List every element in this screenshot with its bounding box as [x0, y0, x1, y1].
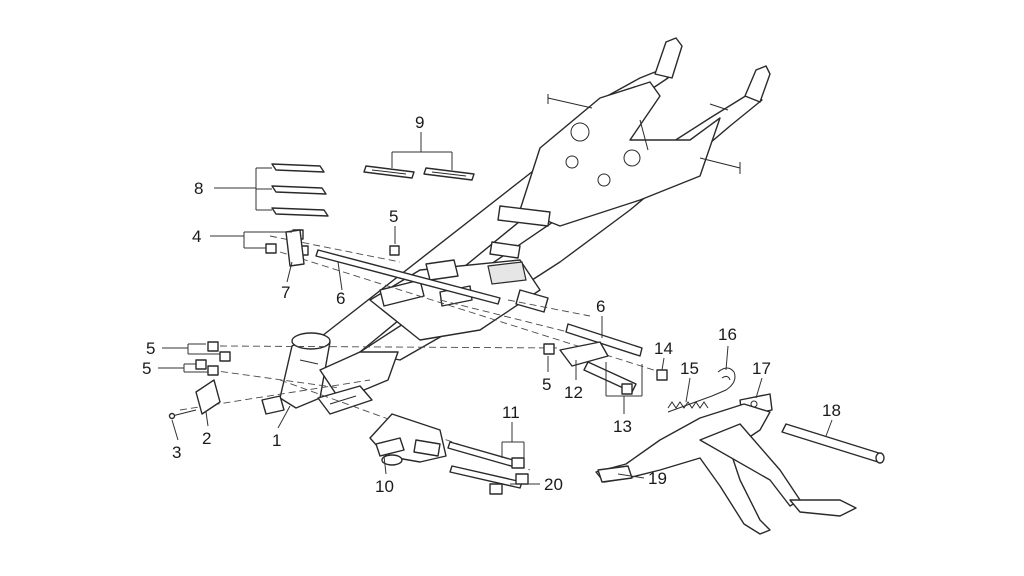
part-15-spring [667, 395, 713, 413]
leader-lines [158, 132, 833, 485]
callout-11: 11 [502, 403, 520, 422]
callout-15: 15 [680, 359, 699, 378]
part-7-bracket [285, 229, 305, 267]
callout-13: 13 [613, 417, 632, 436]
part-16-hook [711, 367, 736, 397]
callout-8: 8 [194, 179, 203, 198]
callout-18: 18 [822, 401, 841, 420]
main-frame [261, 37, 771, 415]
callout-7: 7 [281, 283, 290, 302]
part-5-bushings [195, 245, 555, 376]
callout-16: 16 [718, 325, 737, 344]
callout-9: 9 [415, 113, 424, 132]
part-8-plates [271, 163, 329, 217]
part-10-bracket [369, 413, 447, 466]
callout-20: 20 [544, 475, 563, 494]
callout-6-upper: 6 [336, 289, 345, 308]
part-6-lower-pin [565, 323, 643, 357]
callout-4: 4 [192, 227, 201, 246]
callout-5-center: 5 [542, 375, 551, 394]
callout-3: 3 [172, 443, 181, 462]
part-18-shaft [781, 423, 885, 464]
callout-5-left-top: 5 [146, 339, 155, 358]
callout-labels: 1 2 3 4 5 5 5 5 6 6 7 8 9 10 11 12 13 14… [142, 113, 841, 496]
callout-6-lower: 6 [596, 297, 605, 316]
callout-5-upper: 5 [389, 207, 398, 226]
part-2-plate [195, 379, 221, 415]
callout-12: 12 [564, 383, 583, 402]
callout-17: 17 [752, 359, 771, 378]
part-3-bolt [168, 409, 197, 420]
part-11-pins [447, 441, 525, 489]
callout-10: 10 [375, 477, 394, 496]
callout-1: 1 [272, 431, 281, 450]
part-19-stand [595, 403, 857, 535]
part-14-collar [656, 369, 668, 381]
part-6-upper-pin [315, 249, 501, 305]
part-9-plates [363, 165, 475, 181]
callout-14: 14 [654, 339, 673, 358]
callout-2: 2 [202, 429, 211, 448]
part-12-bracket [559, 341, 609, 367]
callout-5-left-bottom: 5 [142, 359, 151, 378]
part-13-pin [583, 361, 637, 395]
callout-19: 19 [648, 469, 667, 488]
